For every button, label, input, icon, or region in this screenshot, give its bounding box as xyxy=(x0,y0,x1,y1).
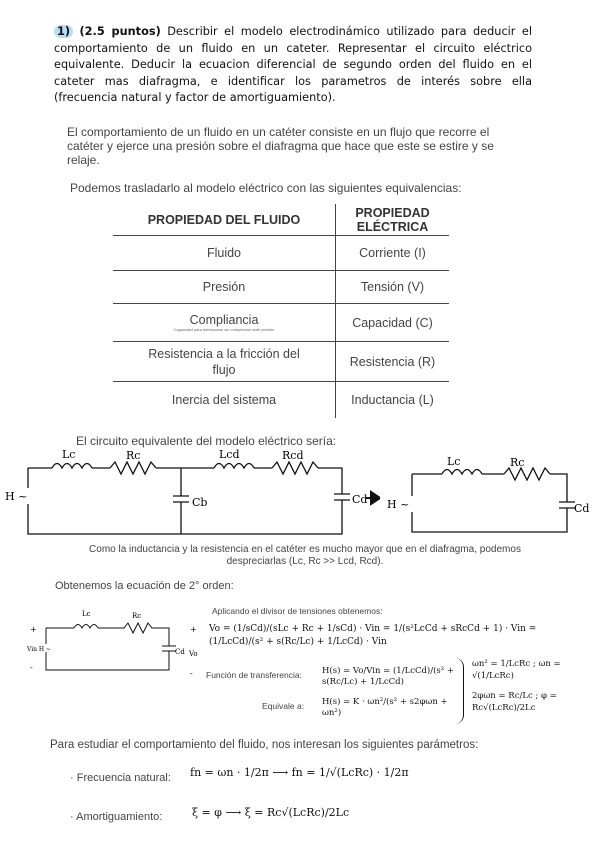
label-cd: Cd xyxy=(352,493,367,506)
inductor-lcd xyxy=(213,462,255,470)
table-row: Presión Tensión (V) xyxy=(113,270,449,304)
label-lc: Lc xyxy=(82,610,91,618)
source-label: Vin H ~ xyxy=(26,646,51,653)
resistor-rc xyxy=(503,466,551,482)
label-lc: Lc xyxy=(447,455,460,468)
circuit-caption: Como la inductancia y la resistencia en … xyxy=(89,544,521,567)
intro-paragraph: El comportamiento de un fluido en un cat… xyxy=(67,125,494,167)
table-row: Resistencia a la fricción del flujo Resi… xyxy=(113,341,449,382)
circuit-intro: El circuito equivalente del modelo eléct… xyxy=(76,434,337,448)
inductor-lc xyxy=(441,468,483,476)
equation-phi: 2φωn = Rc/Lc ; φ = Rc√(LcRc)/2Lc xyxy=(472,691,557,713)
compliance-label: Compliancia xyxy=(189,313,259,327)
table-cell-electric: Inductancia (L) xyxy=(335,381,449,418)
source-label: H ~ xyxy=(5,490,27,503)
table-cell-fluid: Resistencia a la fricción del flujo xyxy=(113,341,336,382)
minus-sign: - xyxy=(30,663,33,672)
param-damping-label: · Amortiguamiento: xyxy=(70,811,163,823)
label-cd: Cd xyxy=(175,648,185,656)
capacitor-cd xyxy=(334,493,350,501)
inductor-lc xyxy=(51,462,93,470)
label-rc: Rc xyxy=(510,456,524,469)
source-label: H ~ xyxy=(387,498,409,511)
param-natural-frequency-label: · Frecuencia natural: xyxy=(70,772,171,784)
full-circuit-diagram: Lc Rc Lcd Rcd Cb Cd H ~ xyxy=(5,448,380,535)
compliance-note: Capacidad para deformarse sin compresión… xyxy=(173,327,275,332)
equation-transfer: H(s) = Vo/Vin = (1/LcCd)/(s² + s(Rc/Lc) … xyxy=(322,666,455,687)
resistor-rc xyxy=(109,460,157,476)
simplified-circuit-diagram: Lc Rc Cd H ~ xyxy=(387,455,589,533)
table-cell-electric: Tensión (V) xyxy=(335,270,449,304)
capacitor-cd xyxy=(411,473,575,533)
params-intro: Para estudiar el comportamiento del flui… xyxy=(50,739,479,751)
brace-icon xyxy=(455,658,464,724)
table-cell-electric: Capacidad (C) xyxy=(335,303,449,342)
label-rc: Rc xyxy=(126,449,140,462)
equation-standard: H(s) = K · ωn²/(s² + s2φωn + ωn²) xyxy=(322,697,448,718)
divider-label: Aplicando el divisor de tensiones obtene… xyxy=(212,606,383,616)
arrow-icon xyxy=(366,490,380,506)
small-circuit-diagram: Lc Rc Cd Vin H ~ + - + Vo - xyxy=(26,610,198,678)
table-header-electric: PROPIEDAD ELÉCTRICA xyxy=(335,204,449,236)
equivalence-table: PROPIEDAD DEL FLUIDO PROPIEDAD ELÉCTRICA… xyxy=(113,204,449,418)
table-header-fluid: PROPIEDAD DEL FLUIDO xyxy=(113,204,336,236)
table-row: Inercia del sistema Inductancia (L) xyxy=(113,381,449,418)
label-rc: Rc xyxy=(132,612,141,620)
param-damping-equation: ξ = φ ⟶ ξ = Rc√(LcRc)/2Lc xyxy=(192,806,350,819)
label-lc: Lc xyxy=(62,448,75,461)
table-cell-fluid: Compliancia Capacidad para deformarse si… xyxy=(113,303,336,342)
table-cell-fluid: Presión xyxy=(113,270,336,304)
plus-sign: + xyxy=(190,625,197,634)
equivalences-intro: Podemos trasladarlo al modelo eléctrico … xyxy=(70,181,462,195)
plus-sign: + xyxy=(30,625,37,634)
param-natural-frequency-equation: fn = ωn · 1/2π ⟶ fn = 1/√(LcRc) · 1/2π xyxy=(190,766,409,779)
minus-sign: - xyxy=(190,669,193,678)
question-points: (2.5 puntos) xyxy=(79,25,161,38)
table-row: Fluido Corriente (I) xyxy=(113,235,449,271)
table-cell-fluid: Fluido xyxy=(113,235,336,271)
equation-vo: Vo = (1/sCd)/(sLc + Rc + 1/sCd) · Vin = … xyxy=(209,624,537,647)
capacitor-cb xyxy=(173,468,189,534)
label-lcd: Lcd xyxy=(219,448,240,461)
label-cd: Cd xyxy=(574,502,589,515)
table-cell-electric: Resistencia (R) xyxy=(335,341,449,382)
ode-intro: Obtenemos la ecuación de 2° orden: xyxy=(55,580,234,592)
label-cb: Cb xyxy=(192,496,207,509)
table-row: Compliancia Capacidad para deformarse si… xyxy=(113,303,449,342)
vo-label: Vo xyxy=(188,650,198,658)
question-number: 1) xyxy=(54,25,74,38)
table-cell-electric: Corriente (I) xyxy=(335,235,449,271)
transfer-label: Función de transferencia: xyxy=(206,670,302,680)
equation-wn: ωn² = 1/LcRc ; ωn = √(1/LcRc) xyxy=(472,659,561,681)
table-cell-fluid: Inercia del sistema xyxy=(113,381,336,418)
question-text: 1) (2.5 puntos) Describir el modelo elec… xyxy=(54,24,532,107)
label-rcd: Rcd xyxy=(282,449,303,462)
question-body: Describir el modelo electrodinámico util… xyxy=(54,25,533,105)
resistor-rcd xyxy=(271,460,319,476)
equivalent-label: Equivale a: xyxy=(262,701,305,711)
